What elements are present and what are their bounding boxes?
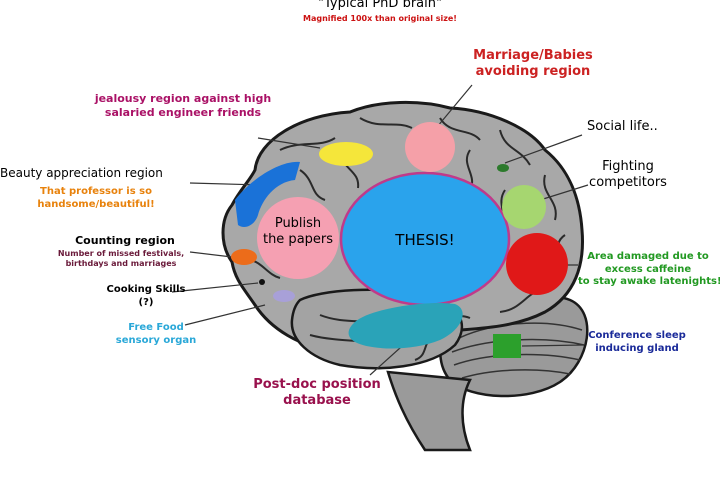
- caffeine-label: Area damaged due to excess caffeine to s…: [578, 251, 720, 289]
- jealousy-label-line1: jealousy region against high: [94, 92, 272, 105]
- leader-lines: [171, 84, 589, 376]
- postdoc-label-line1: Post-doc position: [253, 377, 381, 392]
- fighting-label-line2: competitors: [589, 175, 667, 191]
- jealousy-region: [319, 142, 373, 166]
- postdoc-label-line2: database: [283, 393, 351, 409]
- caffeine-region: [506, 233, 568, 295]
- fighting-label: Fighting competitors: [576, 159, 680, 192]
- marriage-label: Marriage/Babies avoiding region: [462, 48, 604, 81]
- social-label: Social life..: [587, 119, 658, 134]
- cooking-label: Cooking Skills (?): [98, 284, 194, 309]
- page-subtitle: Magnified 100x than original size!: [303, 14, 457, 23]
- conference-label: Conference sleep inducing gland: [584, 330, 690, 355]
- conference-label-line1: Conference sleep: [588, 330, 686, 341]
- caffeine-label-line2: excess caffeine: [604, 263, 692, 275]
- counting-sublabel-line2: birthdays and marriages: [65, 259, 177, 268]
- marriage-label-line2: avoiding region: [475, 64, 591, 80]
- page-title: "Typical PhD brain": [318, 0, 442, 11]
- social-life-region: [497, 164, 509, 172]
- fighting-label-line1: Fighting: [602, 159, 654, 174]
- counting-region: [231, 249, 257, 265]
- cooking-label-line1: Cooking Skills: [106, 284, 186, 295]
- beauty-label: Beauty appreciation region: [0, 166, 163, 180]
- jealousy-label-line2: salaried engineer friends: [104, 105, 262, 119]
- thesis-label: THESIS!: [395, 231, 455, 249]
- marriage-label-line1: Marriage/Babies: [473, 48, 593, 63]
- counting-label: Counting region: [75, 234, 175, 247]
- free-food-region: [273, 290, 295, 302]
- caffeine-label-line1: Area damaged due to: [587, 251, 709, 262]
- free-food-label: Free Food sensory organ: [106, 322, 206, 347]
- cooking-region: [259, 279, 265, 285]
- publish-label-line2: the papers: [262, 232, 334, 248]
- counting-sublabel-line1: Number of missed festivals,: [57, 249, 185, 258]
- beauty-sublabel-line2: handsome/beautiful!: [37, 198, 155, 210]
- conference-label-line2: inducing gland: [595, 342, 679, 354]
- counting-sublabel: Number of missed festivals, birthdays an…: [46, 249, 196, 269]
- conference-region: [493, 334, 521, 358]
- brain-stem: [386, 370, 472, 452]
- free-food-label-line2: sensory organ: [115, 334, 197, 346]
- caffeine-label-line3: to stay awake latenights!: [578, 276, 720, 287]
- beauty-region: [235, 161, 300, 227]
- cooking-label-line2: (?): [138, 296, 154, 308]
- beauty-sublabel-line1: That professor is so: [40, 186, 152, 197]
- fighting-region: [502, 185, 546, 229]
- postdoc-label: Post-doc position database: [242, 377, 392, 410]
- publish-region: [257, 197, 339, 279]
- marriage-region: [405, 122, 455, 172]
- free-food-label-line1: Free Food: [128, 322, 184, 333]
- jealousy-label: jealousy region against high salaried en…: [78, 92, 288, 120]
- postdoc-region: [348, 302, 463, 349]
- publish-label-line1: Publish: [274, 216, 322, 231]
- beauty-sublabel: That professor is so handsome/beautiful!: [30, 186, 162, 211]
- publish-label: Publish the papers: [255, 216, 341, 249]
